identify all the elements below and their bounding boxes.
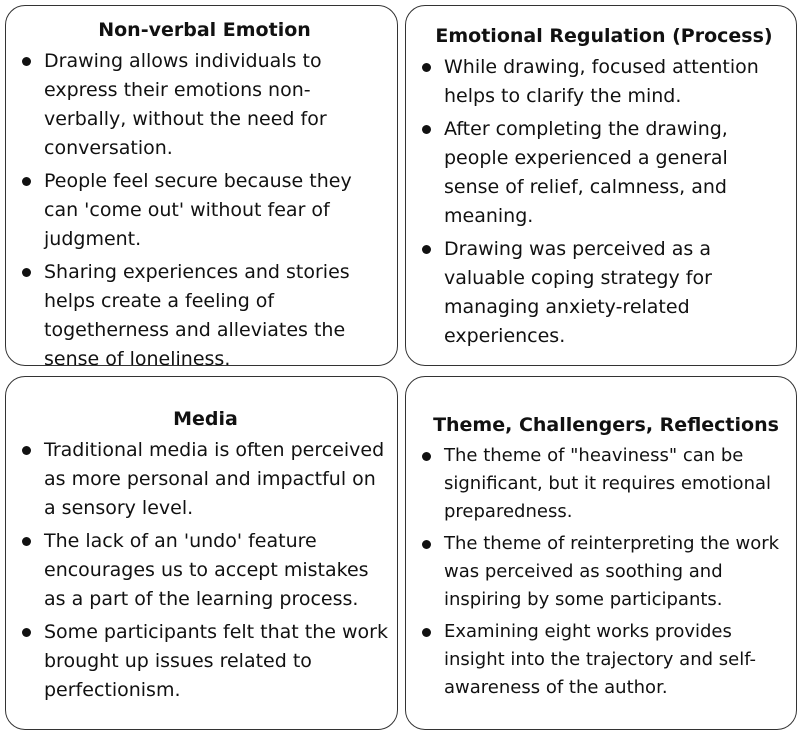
bullet-text: Sharing experiences and stories helps cr… xyxy=(44,261,350,366)
bullet-icon xyxy=(22,628,31,637)
bullet-icon xyxy=(22,537,31,546)
bullet-item: Examining eight works provides insight i… xyxy=(420,618,792,702)
bullet-item: The theme of reinterpreting the work was… xyxy=(420,530,792,614)
bullet-icon xyxy=(22,57,31,66)
bullet-list: While drawing, focused attention helps t… xyxy=(420,53,788,351)
card-theme-challengers-reflections: Theme, Challengers, Reflections The them… xyxy=(405,376,797,730)
bullet-icon xyxy=(422,452,431,461)
card-media: Media Traditional media is often perceiv… xyxy=(5,376,398,730)
bullet-item: Drawing was perceived as a valuable copi… xyxy=(420,235,788,351)
bullet-text: Some participants felt that the work bro… xyxy=(44,621,388,701)
bullet-item: Traditional media is often perceived as … xyxy=(20,436,391,523)
bullet-item: Drawing allows individuals to express th… xyxy=(20,47,389,163)
bullet-text: People feel secure because they can 'com… xyxy=(44,170,352,250)
bullet-icon xyxy=(22,177,31,186)
bullet-item: Sharing experiences and stories helps cr… xyxy=(20,258,389,366)
card-non-verbal-emotion: Non-verbal Emotion Drawing allows indivi… xyxy=(5,5,398,366)
bullet-text: While drawing, focused attention helps t… xyxy=(444,56,759,107)
card-title: Theme, Challengers, Reflections xyxy=(433,414,779,436)
bullet-item: Some participants felt that the work bro… xyxy=(20,618,391,705)
bullet-text: The theme of "heaviness" can be signific… xyxy=(444,445,772,522)
bullet-text: The theme of reinterpreting the work was… xyxy=(444,533,780,610)
bullet-icon xyxy=(422,245,431,254)
bullet-list: Drawing allows individuals to express th… xyxy=(20,47,389,366)
bullet-text: Traditional media is often perceived as … xyxy=(44,439,385,519)
card-title: Non-verbal Emotion xyxy=(98,19,311,41)
bullet-icon xyxy=(422,628,431,637)
bullet-text: Drawing was perceived as a valuable copi… xyxy=(444,238,712,347)
bullet-item: The theme of "heaviness" can be signific… xyxy=(420,442,792,526)
card-title: Media xyxy=(173,408,238,430)
bullet-list: The theme of "heaviness" can be signific… xyxy=(420,442,792,702)
bullet-item: The lack of an 'undo' feature encourages… xyxy=(20,527,391,614)
card-title: Emotional Regulation (Process) xyxy=(435,25,773,47)
bullet-icon xyxy=(422,63,431,72)
bullet-text: The lack of an 'undo' feature encourages… xyxy=(44,530,369,610)
bullet-text: After completing the drawing, people exp… xyxy=(444,118,728,227)
bullet-icon xyxy=(22,446,31,455)
bullet-icon xyxy=(22,268,31,277)
bullet-icon xyxy=(422,540,431,549)
bullet-item: People feel secure because they can 'com… xyxy=(20,167,389,254)
bullet-icon xyxy=(422,125,431,134)
bullet-text: Drawing allows individuals to express th… xyxy=(44,50,327,159)
bullet-list: Traditional media is often perceived as … xyxy=(20,436,391,705)
bullet-text: Examining eight works provides insight i… xyxy=(444,621,757,698)
card-emotional-regulation: Emotional Regulation (Process) While dra… xyxy=(405,5,797,366)
bullet-item: After completing the drawing, people exp… xyxy=(420,115,788,231)
bullet-item: While drawing, focused attention helps t… xyxy=(420,53,788,111)
